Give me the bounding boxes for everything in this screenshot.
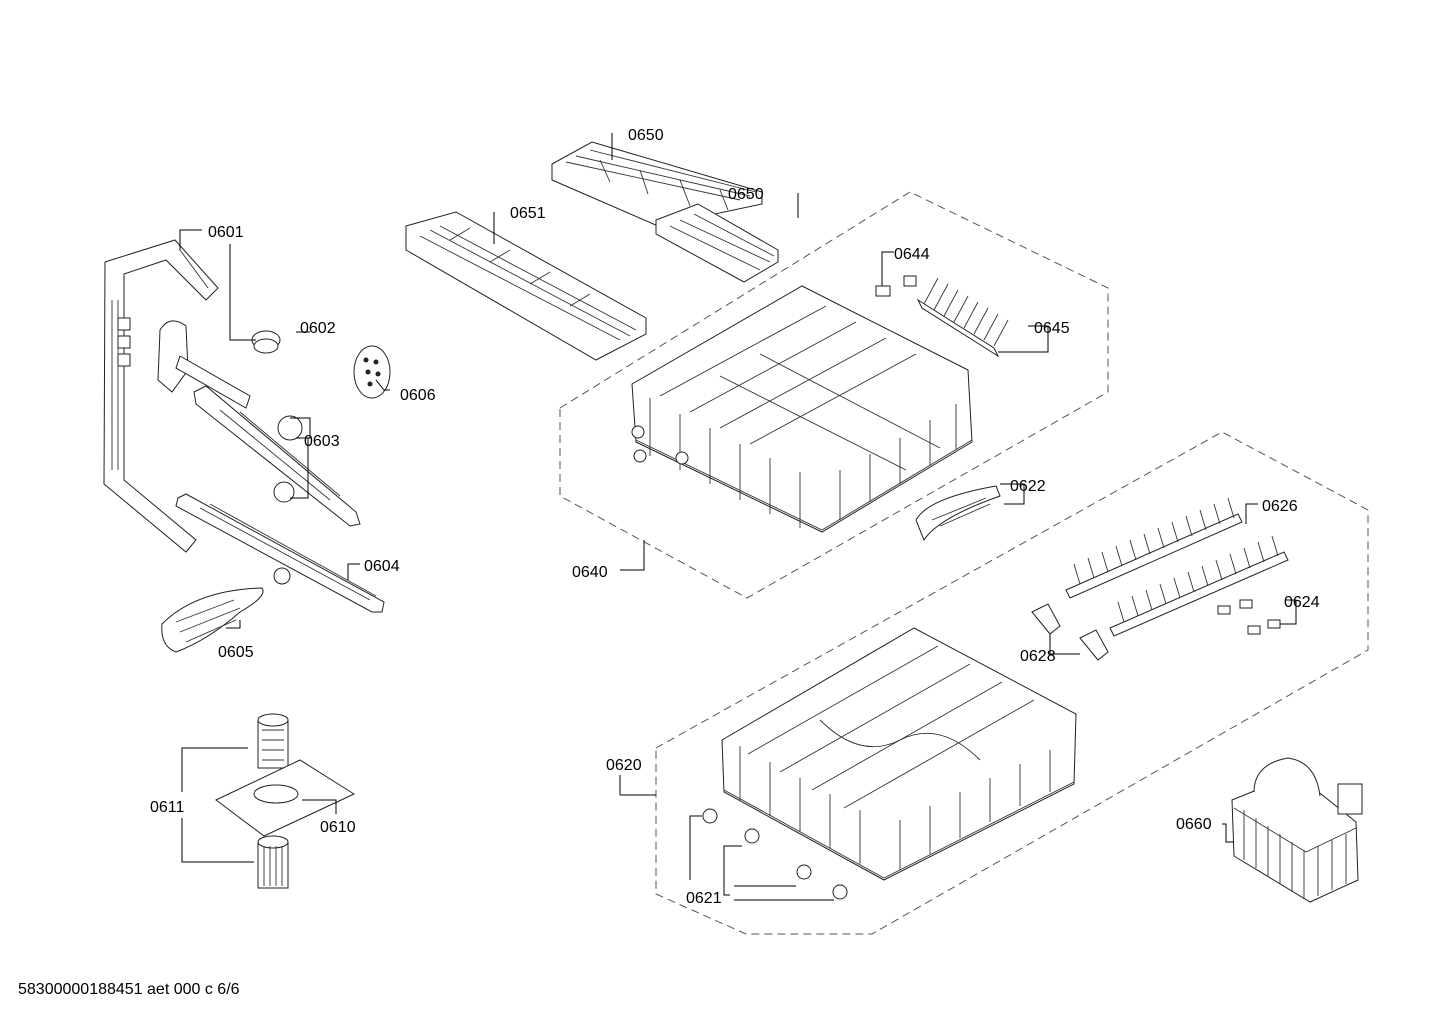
label-0621: 0621 bbox=[686, 890, 722, 907]
nozzle-0602 bbox=[251, 330, 281, 354]
upper-basket bbox=[631, 285, 973, 533]
spray-cover-0605 bbox=[161, 587, 264, 653]
tine-row-0645 bbox=[916, 277, 1009, 358]
label-0660: 0660 bbox=[1176, 816, 1212, 833]
micro-filter-plate bbox=[215, 759, 356, 837]
insert-tray-0650b bbox=[655, 203, 779, 283]
label-0624: 0624 bbox=[1284, 594, 1320, 611]
lower-spray-arm bbox=[175, 493, 385, 613]
part-labels: 0601 0602 0603 0604 0605 0606 0610 0611 … bbox=[150, 127, 1320, 907]
document-reference-number: 58300000188451 aet 000 c 6/6 bbox=[18, 981, 240, 998]
handle-0622 bbox=[915, 485, 1001, 542]
fine-filter bbox=[257, 835, 289, 889]
label-0644: 0644 bbox=[894, 246, 930, 263]
upper-basket-group-outline bbox=[559, 191, 1109, 599]
label-0605: 0605 bbox=[218, 644, 254, 661]
cutlery-basket-0660 bbox=[1231, 757, 1363, 903]
label-0622: 0622 bbox=[1010, 478, 1046, 495]
rollers-0621 bbox=[702, 808, 848, 900]
clip-0644 bbox=[875, 275, 917, 297]
upper-spray-arm bbox=[193, 385, 361, 527]
label-0611: 0611 bbox=[150, 799, 185, 816]
leader-lines bbox=[179, 133, 1297, 901]
tine-rack-0626b bbox=[1109, 535, 1289, 637]
label-0650a: 0650 bbox=[628, 127, 664, 144]
label-0610: 0610 bbox=[320, 819, 356, 836]
tine-rack-0626a bbox=[1065, 497, 1243, 599]
lower-basket bbox=[721, 627, 1077, 881]
insert-tray-0650a bbox=[551, 141, 763, 227]
label-0645: 0645 bbox=[1034, 320, 1070, 337]
label-0603: 0603 bbox=[304, 433, 340, 450]
label-0620: 0620 bbox=[606, 757, 642, 774]
filter-disc-0606 bbox=[353, 345, 391, 399]
clips-0624 bbox=[1217, 599, 1281, 635]
upper-spray-arm-holder bbox=[157, 320, 251, 409]
label-0604: 0604 bbox=[364, 558, 400, 575]
filter-cylinder bbox=[257, 713, 289, 769]
water-supply-pipe bbox=[103, 239, 219, 553]
holders-0628 bbox=[1031, 603, 1109, 661]
label-0601: 0601 bbox=[208, 224, 244, 241]
label-0651: 0651 bbox=[510, 205, 546, 222]
lower-basket-group-outline bbox=[655, 431, 1369, 935]
label-0602: 0602 bbox=[300, 320, 336, 337]
label-0606: 0606 bbox=[400, 387, 436, 404]
label-0640: 0640 bbox=[572, 564, 608, 581]
label-0628: 0628 bbox=[1020, 648, 1056, 665]
cutlery-tray-0651 bbox=[405, 211, 647, 361]
label-0650b: 0650 bbox=[728, 186, 764, 203]
label-0626: 0626 bbox=[1262, 498, 1298, 515]
